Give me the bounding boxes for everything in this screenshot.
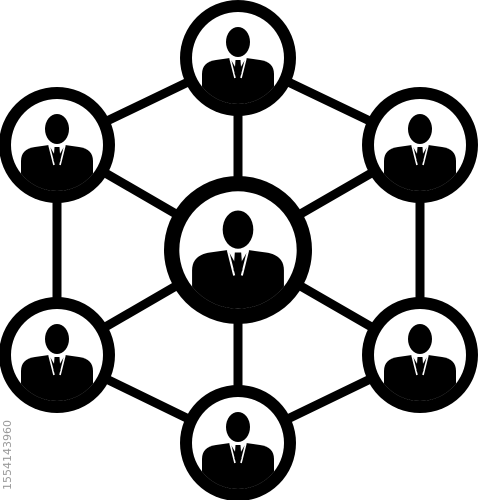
- person-node-lower-left: [0, 297, 115, 413]
- businessman-icon: [384, 114, 456, 191]
- person-node-bottom: [180, 385, 296, 500]
- person-node-top: [180, 0, 296, 116]
- person-suit: [202, 443, 274, 489]
- lapel-left: [48, 144, 55, 166]
- person-tie: [416, 147, 424, 165]
- person-head: [45, 114, 69, 144]
- lapel-right: [59, 354, 66, 376]
- lapel-right: [240, 442, 247, 464]
- businessman-icon: [202, 27, 274, 104]
- businessman-icon: [384, 324, 456, 401]
- person-suit: [192, 250, 284, 309]
- person-node-upper-right: [362, 87, 478, 203]
- person-tie: [234, 60, 242, 78]
- lapel-left: [48, 354, 55, 376]
- lapel-right: [59, 144, 66, 166]
- person-head: [222, 210, 254, 249]
- lapel-left: [411, 144, 418, 166]
- lapel-right: [240, 57, 247, 79]
- lapel-left: [229, 57, 236, 79]
- person-head: [226, 412, 250, 442]
- person-node-upper-left: [0, 87, 115, 203]
- businessman-icon: [192, 210, 284, 309]
- person-suit: [21, 355, 93, 401]
- person-head: [408, 324, 432, 354]
- person-tie: [233, 252, 243, 276]
- lapel-right: [240, 249, 250, 276]
- lapel-left: [411, 354, 418, 376]
- person-tie: [53, 357, 61, 375]
- person-tie: [53, 147, 61, 165]
- lapel-right: [422, 144, 429, 166]
- person-node-lower-right: [362, 297, 478, 413]
- person-suit: [384, 145, 456, 191]
- businessman-icon: [202, 412, 274, 489]
- lapel-left: [226, 249, 236, 276]
- person-tie: [416, 357, 424, 375]
- person-suit: [202, 58, 274, 104]
- businessman-icon: [21, 324, 93, 401]
- lapel-right: [422, 354, 429, 376]
- person-node-center: [164, 176, 312, 324]
- watermark-id-text: 1554143960: [1, 420, 14, 490]
- person-tie: [234, 445, 242, 463]
- person-suit: [384, 355, 456, 401]
- lapel-left: [229, 442, 236, 464]
- businessman-icon: [21, 114, 93, 191]
- person-head: [45, 324, 69, 354]
- person-head: [408, 114, 432, 144]
- person-head: [226, 27, 250, 57]
- person-suit: [21, 145, 93, 191]
